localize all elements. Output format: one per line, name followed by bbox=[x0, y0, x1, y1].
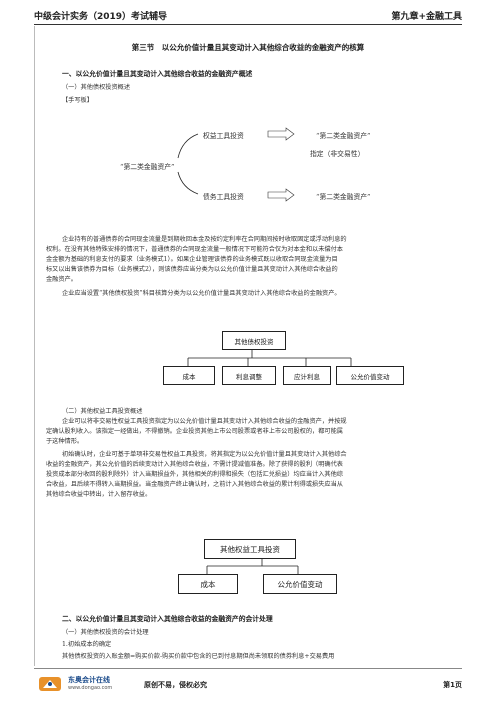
page-number: 第1页 bbox=[443, 681, 462, 689]
left-margin-line bbox=[34, 26, 35, 666]
handwriting-board-label: 【手写板】 bbox=[62, 97, 93, 104]
diagram-left-label: “第二类金融资产” bbox=[120, 163, 175, 171]
header-divider bbox=[34, 24, 462, 25]
paragraph-line: 定确认股利收入。该指定一经做出，不得撤销。企业投资其他上市公司股票或者非上市公司… bbox=[46, 428, 343, 435]
page-footer: 东奥会计在线 www.dongao.com 原创不易，侵权必究 第1页 bbox=[34, 673, 462, 697]
tree1-child-fair-value-change: 公允价值变动 bbox=[336, 366, 404, 385]
paragraph-line: 其他综合收益中转出，计入留存收益。 bbox=[46, 491, 152, 498]
part2-heading: 二、以公允价值计量且其变动计入其他综合收益的金融资产的会计处理 bbox=[62, 615, 273, 623]
paragraph-line: 企业可以将非交易性权益工具投资指定为以公允价值计量且其变动计入其他综合收益的金融… bbox=[62, 418, 347, 425]
footer-url[interactable]: www.dongao.com bbox=[68, 685, 113, 691]
diagram-top-note: 指定（非交易性） bbox=[310, 150, 365, 158]
paragraph-line: 标又以出售该债券为目标（业务模式2），则该债券应当分类为以公允价值计量且其变动计… bbox=[46, 266, 338, 273]
tree1-child-accrued-interest: 应计利息 bbox=[283, 366, 331, 385]
tree1-child-interest-adjust: 利息调整 bbox=[222, 366, 276, 385]
part2-line-1: 其他债权投资的入账金额=购买价款-购买价款中包含的已到付息期但尚未领取的债券利息… bbox=[62, 653, 335, 660]
diagram-bottom-item: 债务工具投资 bbox=[203, 193, 244, 201]
part1-subheading-1: （一）其他债权投资概述 bbox=[62, 84, 131, 91]
part1-heading: 一、以公允价值计量且其变动计入其他综合收益的金融资产概述 bbox=[62, 70, 253, 78]
part1-subheading-2: （二）其他权益工具投资概述 bbox=[62, 408, 143, 415]
paragraph-line: 合收益，且后续不得转入当期损益。当金融资产终止确认时，之前计入其他综合收益的累计… bbox=[46, 481, 343, 488]
page-header: 中级会计实务（2019）考试辅导 第九章+金融工具 bbox=[34, 6, 462, 24]
paragraph-line: 投资成本部分收回的股利除外）计入当期损益外，其他相关的利得和损失（包括汇兑损益）… bbox=[46, 471, 343, 478]
section-title: 第三节 以公允价值计量且其变动计入其他综合收益的金融资产的核算 bbox=[131, 43, 365, 52]
footer-divider bbox=[34, 668, 462, 669]
paragraph-line: 企业持有的普通债券的合同现金流量是到期收回本金及按约定利率在合同期间按时收取固定… bbox=[62, 236, 347, 243]
tree2-child-cost: 成本 bbox=[178, 574, 238, 594]
paragraph-line: 金金额为基础的利息支付的要求（业务模式1）。如果企业管理该债券的业务模式既以收取… bbox=[46, 256, 338, 263]
tree1-root: 其他债权投资 bbox=[222, 331, 286, 350]
paragraph-line: 初始确认时，企业可基于单项非交易性权益工具投资，将其指定为以公允价值计量且其变动… bbox=[62, 451, 347, 458]
footer-slogan: 原创不易，侵权必究 bbox=[144, 681, 207, 689]
paragraph-line: 于这种情形。 bbox=[46, 438, 84, 445]
header-course-title: 中级会计实务（2019）考试辅导 bbox=[34, 12, 168, 22]
part2-subheading-1: （一）其他债权投资的会计处理 bbox=[62, 629, 149, 636]
diagram-bottom-result: “第二类金融资产” bbox=[316, 193, 371, 201]
diagram-top-item: 权益工具投资 bbox=[203, 132, 244, 140]
tree2-child-fair-value-change: 公允价值变动 bbox=[263, 574, 337, 594]
dongao-logo-icon bbox=[39, 677, 61, 691]
paragraph-line: 权利。在没有其他特殊安排的情况下，普通债券的合同现金流量一般情况下可能符合仅为对… bbox=[46, 246, 343, 253]
paragraph-line: 金融资产。 bbox=[46, 276, 77, 283]
tree2-root: 其他权益工具投资 bbox=[204, 539, 296, 559]
diagram-top-result: “第二类金融资产” bbox=[316, 132, 371, 140]
footer-brand-name: 东奥会计在线 bbox=[68, 676, 110, 684]
tree1-child-cost: 成本 bbox=[163, 366, 215, 385]
header-chapter-title: 第九章+金融工具 bbox=[391, 12, 462, 22]
part2-item-1: 1.初始成本的确定 bbox=[62, 641, 112, 648]
paragraph-account-setup: 企业应当设置“其他债权投资”科目核算分类为以公允价值计量且其变动计入其他综合收益… bbox=[62, 290, 341, 297]
paragraph-line: 收益的金融资产，其公允价值的后续变动计入其他综合收益，不需计提减值准备。除了获得… bbox=[46, 461, 343, 468]
